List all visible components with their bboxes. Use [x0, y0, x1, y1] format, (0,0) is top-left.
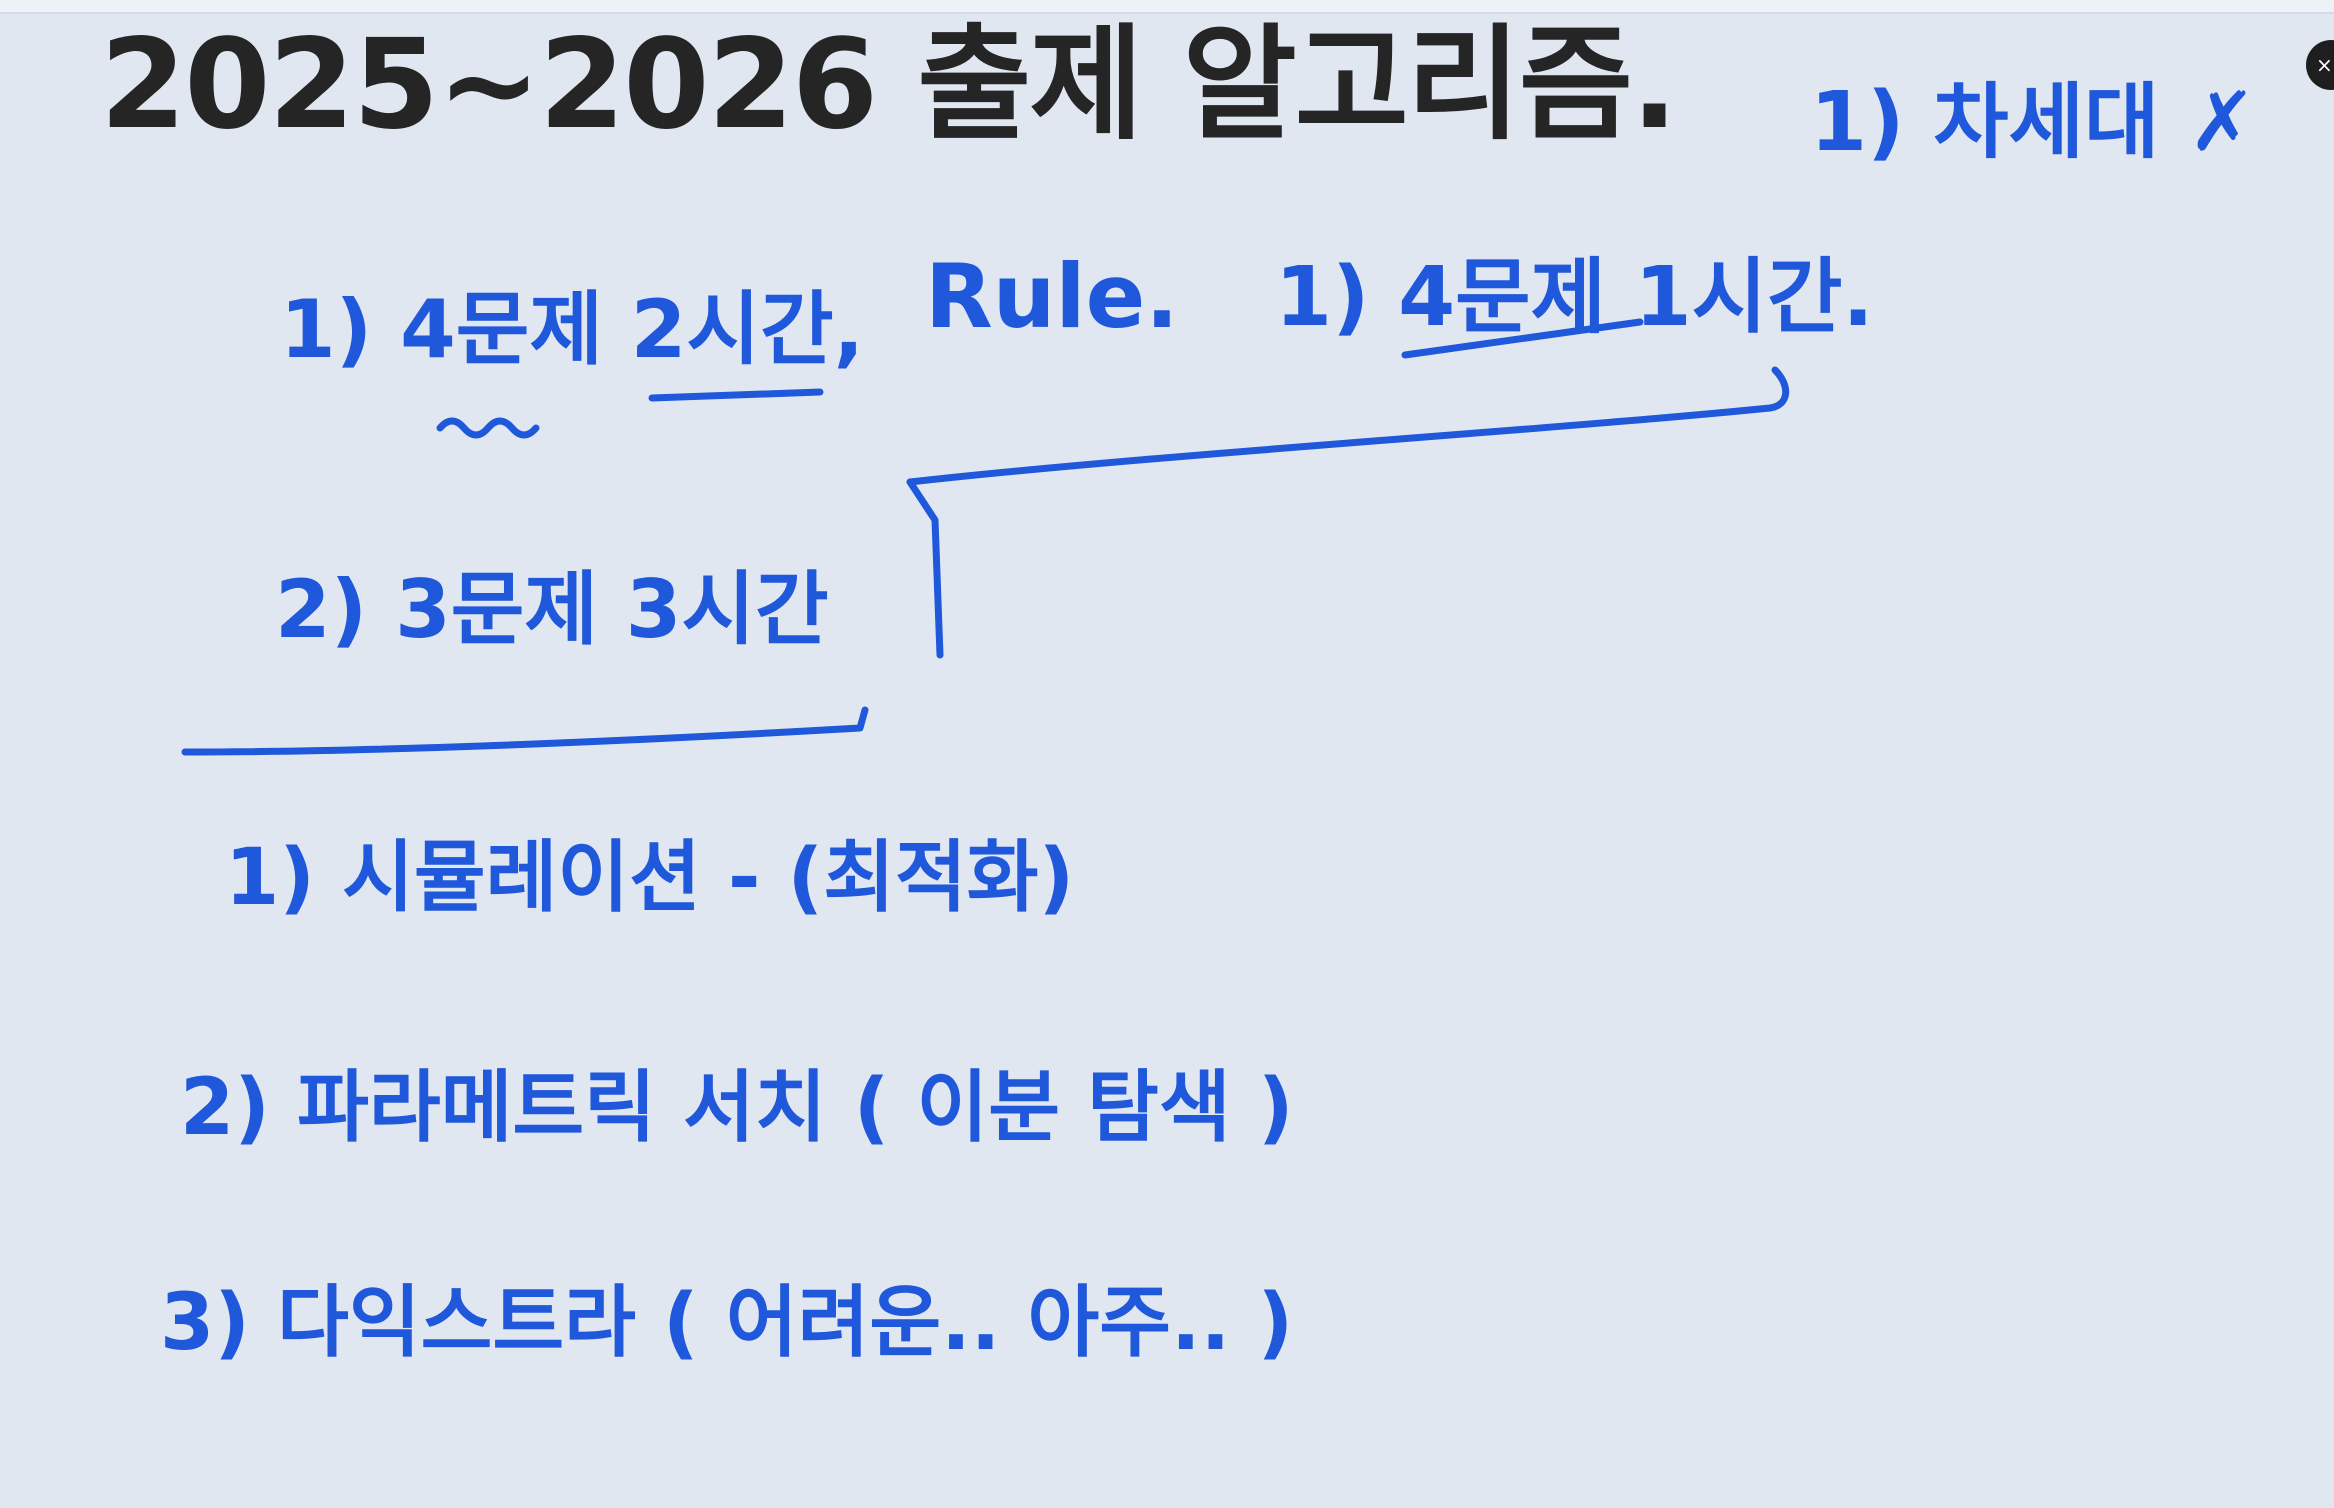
list-item-parametric-search: 2) 파라메트릭 서치 ( 이분 탐색 ): [180, 1063, 1294, 1153]
list-item-simulation: 1) 시뮬레이션 - (최적화): [225, 833, 1075, 923]
note-rule-2: 2) 3문제 3시간: [275, 563, 829, 656]
note-next-gen: 1) 차세대 ✗: [1810, 75, 2257, 170]
bracket-stroke: [906, 478, 944, 659]
connector-arrow: [906, 366, 1790, 486]
wavy-underline: [436, 417, 540, 439]
close-icon: ×: [2316, 53, 2333, 77]
section-divider: [181, 706, 869, 756]
note-rule-1: 1) 4문제 2시간,: [280, 283, 865, 376]
underline-2-hours: [648, 388, 824, 402]
note-rule-new: 1) 4문제 1시간.: [1275, 250, 1874, 345]
window-top-edge: [0, 0, 2334, 14]
list-item-dijkstra: 3) 다익스트라 ( 어려운.. 아주.. ): [160, 1278, 1294, 1368]
note-rule-label: Rule.: [925, 245, 1179, 348]
page-title: 2025~2026 출제 알고리즘.: [100, 13, 1678, 157]
close-button[interactable]: ×: [2306, 40, 2334, 90]
